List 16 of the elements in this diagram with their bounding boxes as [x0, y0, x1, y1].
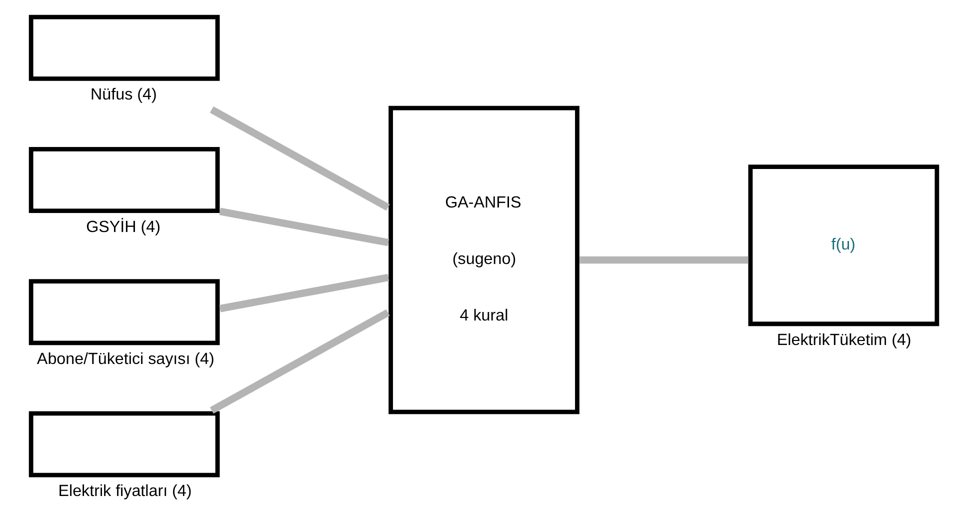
- node-label: ElektrikTüketim (4): [776, 330, 912, 349]
- node-label: GSYİH (4): [86, 218, 161, 236]
- node-label: Abone/Tüketici sayısı (4): [36, 350, 214, 368]
- node-box: [28, 14, 220, 81]
- node-box: [28, 146, 220, 214]
- node-label: Nüfus (4): [90, 86, 157, 104]
- node-box: GA-ANFIS (sugeno) 4 kural: [388, 106, 580, 414]
- connector: [219, 208, 390, 246]
- node-box: [28, 411, 220, 478]
- connector: [210, 309, 390, 414]
- node-label: Elektrik fiyatları (4): [58, 482, 192, 500]
- node-box: [28, 279, 220, 346]
- connector: [210, 106, 390, 211]
- connector: [219, 274, 390, 312]
- node-box: f(u): [748, 164, 940, 326]
- connector: [580, 256, 748, 264]
